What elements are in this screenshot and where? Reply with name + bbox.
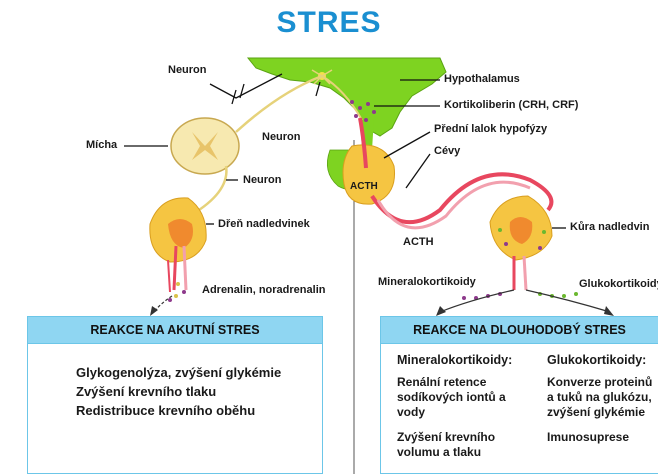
label-kura-nadledvin: Kůra nadledvin [570,221,649,233]
acute-stress-panel: REAKCE NA AKUTNÍ STRES Glykogenolýza, zv… [27,316,323,474]
label-predni-lalok: Přední lalok hypofýzy [434,123,547,135]
label-kortikoliberin: Kortikoliberin (CRH, CRF) [444,99,578,111]
acute-line: Glykogenolýza, zvýšení glykémie [76,363,322,382]
label-adrenalin: Adrenalin, noradrenalin [202,284,325,296]
label-neuron-low: Neuron [243,174,282,186]
label-cevy: Cévy [434,145,460,157]
label-dren-nadledvinek: Dřeň nadledvinek [218,218,310,230]
chronic-panel-header: REAKCE NA DLOUHODOBÝ STRES [381,317,658,344]
spinal-cord [171,118,239,174]
gluko-item-line: Konverze proteinů [547,375,658,390]
acute-panel-header: REAKCE NA AKUTNÍ STRES [28,317,322,344]
mineralo-title: Mineralokortikoidy: [397,353,512,367]
mineralo-item-line: Renální retence [397,375,512,390]
mineralo-item-line: vody [397,405,512,420]
neuron-hypothalamus-spine [236,76,322,132]
mineralo-item: Zvýšení krevního volumu a tlaku [397,430,512,460]
label-neuron-top: Neuron [168,64,207,76]
acute-line: Redistribuce krevního oběhu [76,401,322,420]
mineralo-arrow [440,290,514,312]
adrenalin-arrowhead [150,306,158,316]
gluko-item: Konverze proteinů a tuků na glukózu, zvý… [547,375,658,420]
anterior-pituitary [343,145,395,204]
chronic-stress-panel: REAKCE NA DLOUHODOBÝ STRES Mineralokorti… [380,316,658,474]
gluko-arrow [526,290,610,312]
label-acth-pituitary: ACTH [350,181,378,192]
adrenal-medulla-gland [150,198,206,292]
mineralo-arrowhead [436,306,446,316]
acute-line: Zvýšení krevního tlaku [76,382,322,401]
gluko-arrowhead [604,306,614,316]
gluko-item: Imunosuprese [547,430,658,445]
mineralo-item-line: sodíkových iontů a [397,390,512,405]
label-acth: ACTH [403,236,434,248]
label-hypothalamus: Hypothalamus [444,73,520,85]
label-glukokortikoidy: Glukokortikoidy [579,278,658,290]
gluko-item-line: zvýšení glykémie [547,405,658,420]
label-mineralokortikoidy: Mineralokortikoidy [378,276,476,288]
acute-panel-body: Glykogenolýza, zvýšení glykémie Zvýšení … [76,363,322,420]
chronic-right-column: Glukokortikoidy: Konverze proteinů a tuk… [547,353,658,445]
mineralo-item-line: Zvýšení krevního [397,430,512,445]
gluko-item-line: Imunosuprese [547,430,658,445]
page-title: STRES [0,6,658,40]
mineralo-item: Renální retence sodíkových iontů a vody [397,375,512,420]
adrenal-cortex-gland [490,196,552,290]
adrenalin-dots [168,282,186,302]
mineralocorticoid-dots [462,292,502,300]
mineralo-item-line: volumu a tlaku [397,445,512,460]
gluko-title: Glukokortikoidy: [547,353,658,367]
label-micha: Mícha [86,139,117,151]
gluko-item-line: a tuků na glukózu, [547,390,658,405]
chronic-left-column: Mineralokortikoidy: Renální retence sodí… [397,353,512,460]
label-neuron-mid: Neuron [262,131,301,143]
